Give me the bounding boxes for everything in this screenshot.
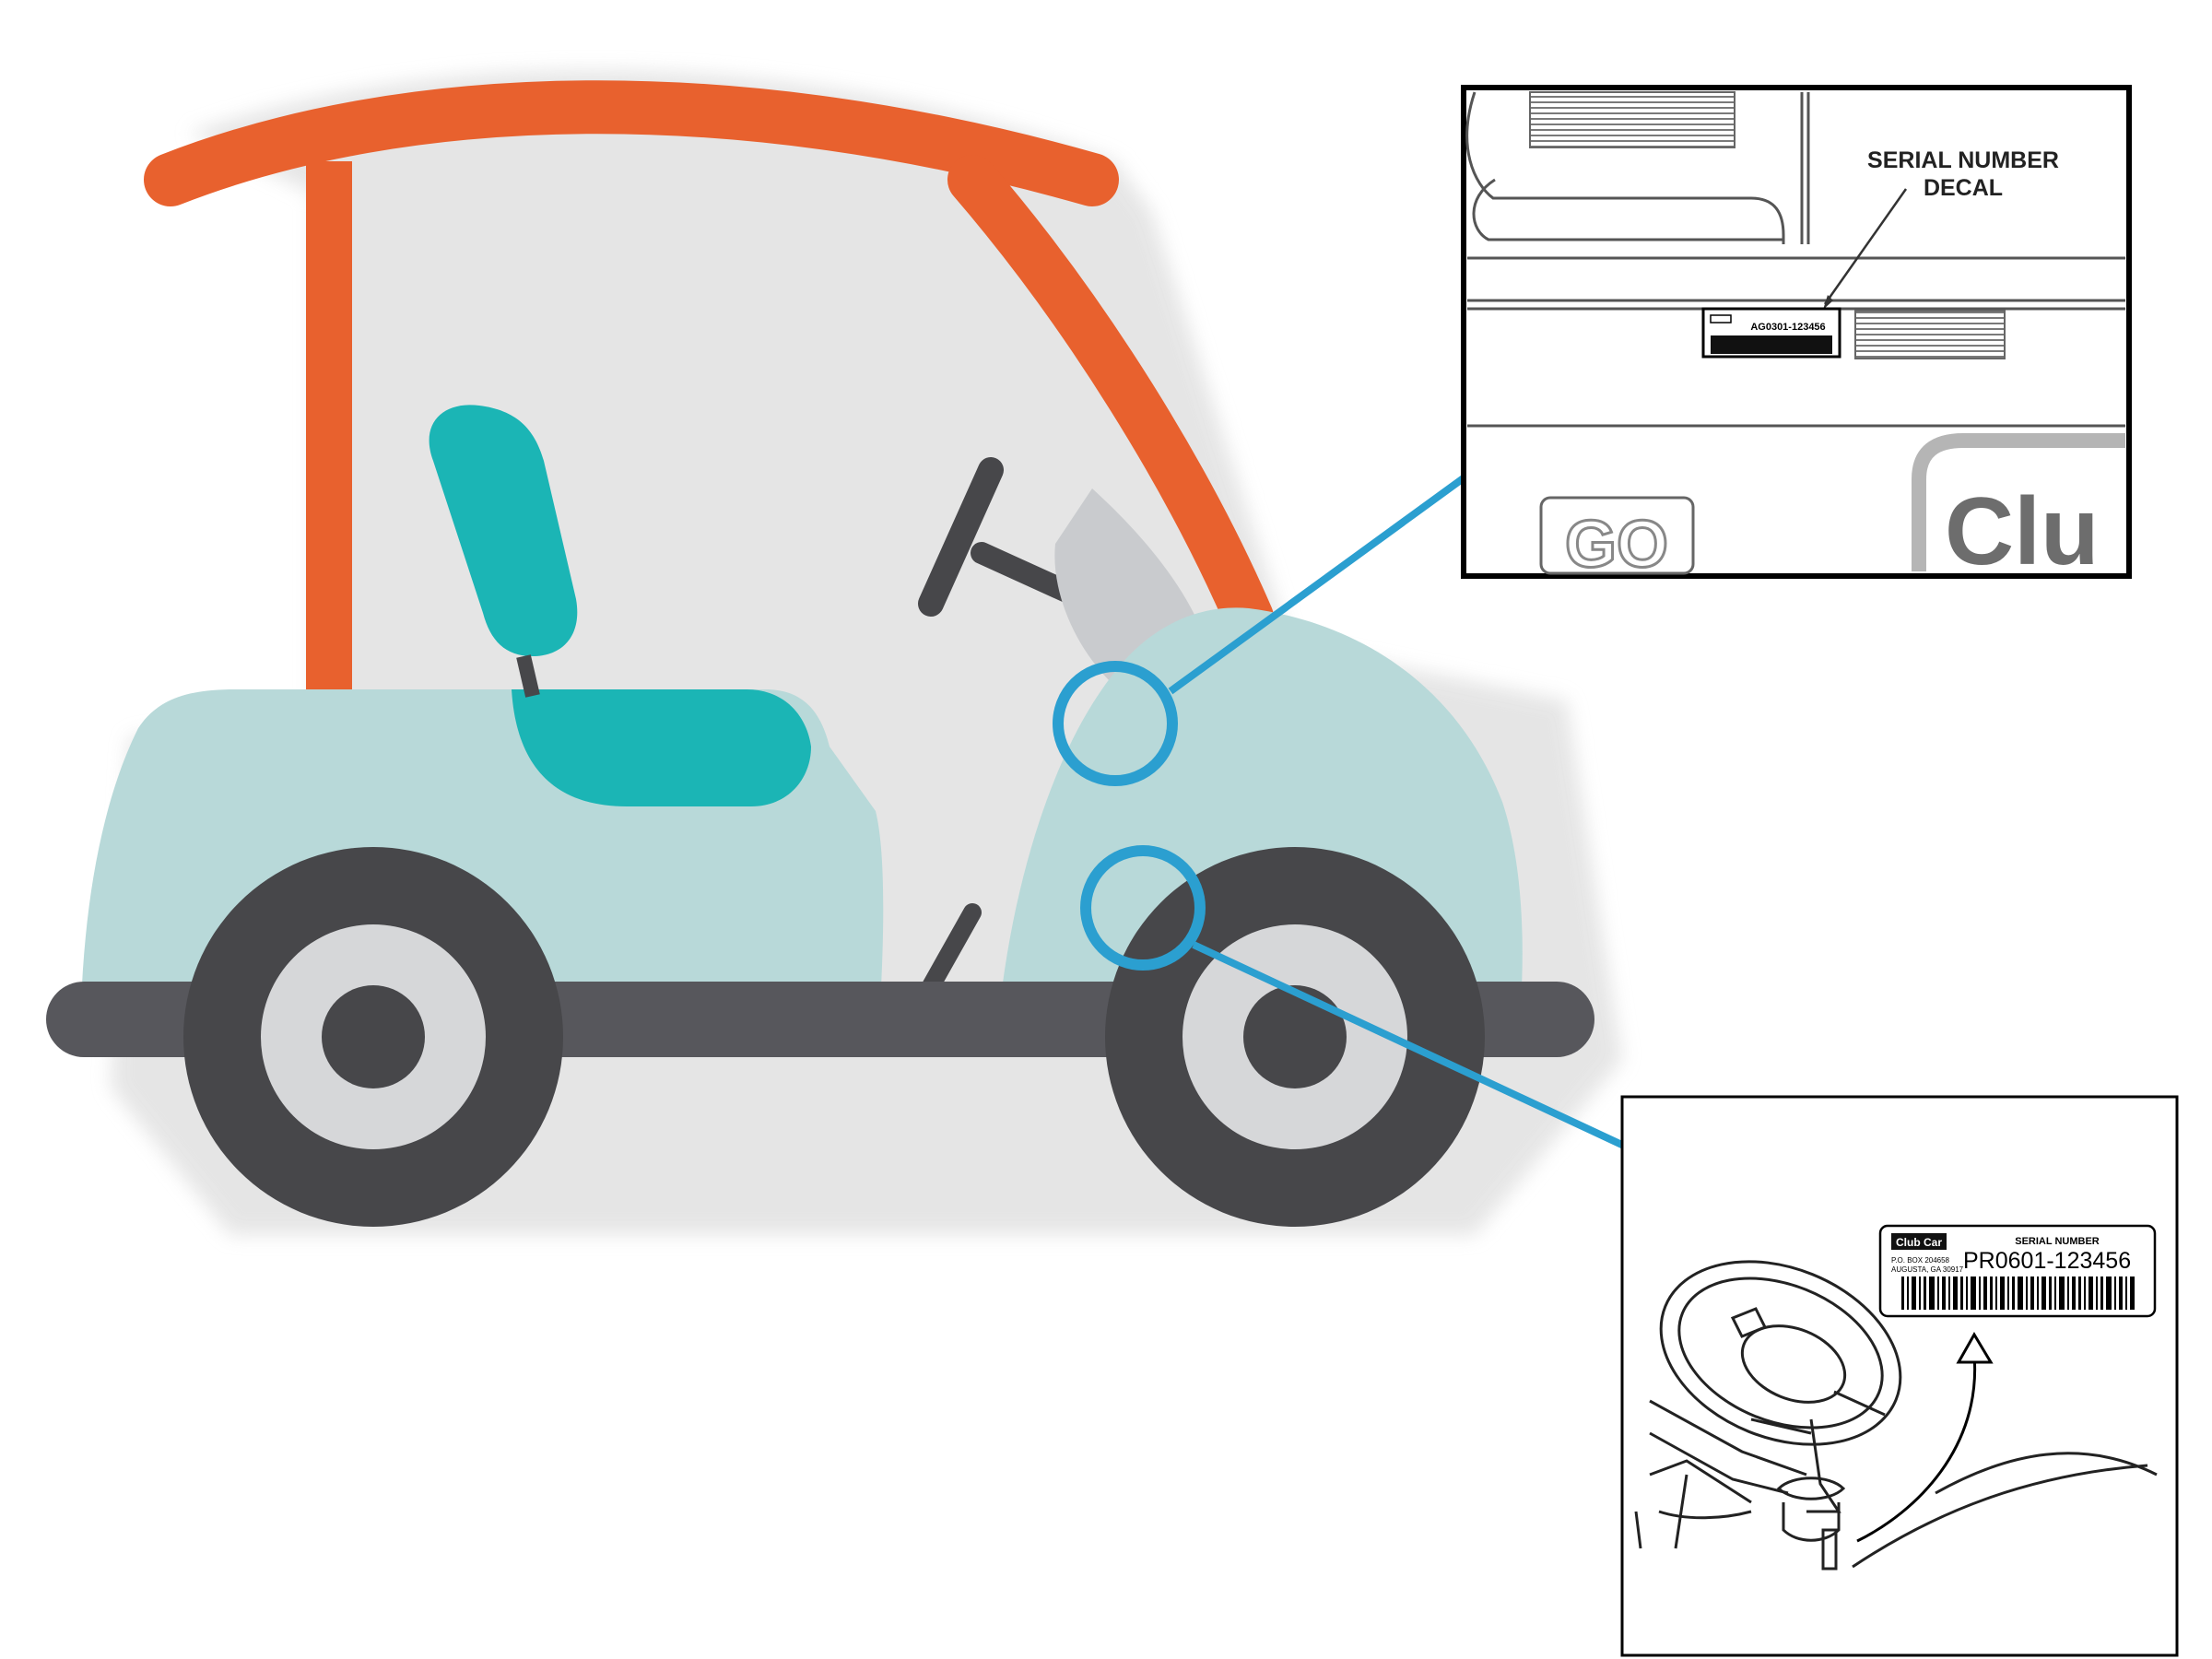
front-wheel bbox=[1105, 847, 1485, 1227]
roof-canopy bbox=[144, 80, 1119, 206]
serial-number-decal: Club Car SERIAL NUMBER P.O. BOX 204658 A… bbox=[1878, 1224, 2157, 1318]
small-serial-decal: AG0301-123456 bbox=[1701, 307, 1841, 359]
small-decal-barcode bbox=[1711, 335, 1832, 354]
seat-backrest bbox=[429, 405, 578, 656]
seat-post bbox=[516, 654, 540, 698]
golf-cart-illustration bbox=[46, 70, 1622, 1236]
decal-brand-logo bbox=[1891, 1233, 1947, 1250]
top-placard-hatched bbox=[1529, 91, 1735, 148]
serial-number-callout-line2: DECAL bbox=[1924, 175, 2003, 201]
decal-barcode bbox=[1901, 1277, 2135, 1310]
decal-brand-text: Club Car bbox=[1896, 1236, 1942, 1249]
callout-arrowhead bbox=[1823, 295, 1833, 310]
location-pointer-arrowhead bbox=[1956, 1332, 1994, 1364]
right-placard-hatched bbox=[1854, 310, 2006, 359]
seat-base bbox=[512, 689, 811, 806]
small-decal-serial: AG0301-123456 bbox=[1750, 322, 1825, 333]
steering-wheel-line-drawing bbox=[1634, 1260, 2158, 1571]
bottom-inset-panel: Club Car SERIAL NUMBER P.O. BOX 204658 A… bbox=[1620, 1095, 2179, 1657]
top-inset-panel: SERIAL NUMBER DECAL AG0301-123456 GO Clu bbox=[1461, 85, 2132, 585]
front-roof-post bbox=[947, 155, 1274, 642]
decal-title: SERIAL NUMBER bbox=[2015, 1236, 2100, 1247]
go-badge: GO bbox=[1539, 496, 1695, 583]
decal-address-line1: P.O. BOX 204658 bbox=[1891, 1256, 1950, 1265]
location-pointer-arrow bbox=[1856, 1354, 1977, 1543]
upper-location-circle bbox=[1053, 661, 1178, 786]
lower-location-circle bbox=[1080, 845, 1206, 971]
brand-emblem: Clu bbox=[1912, 433, 2125, 585]
go-badge-text: GO bbox=[1565, 508, 1668, 582]
brand-emblem-text: Clu bbox=[1945, 478, 2100, 585]
decal-address-line2: AUGUSTA, GA 30917 bbox=[1891, 1265, 1964, 1274]
callout-arrow-line bbox=[1823, 188, 1908, 305]
rear-wheel bbox=[183, 847, 563, 1227]
pedal bbox=[922, 903, 982, 995]
decal-serial-number: PR0601-123456 bbox=[1963, 1248, 2131, 1274]
steering-wheel bbox=[918, 457, 1004, 617]
serial-number-callout-line1: SERIAL NUMBER bbox=[1867, 147, 2059, 173]
